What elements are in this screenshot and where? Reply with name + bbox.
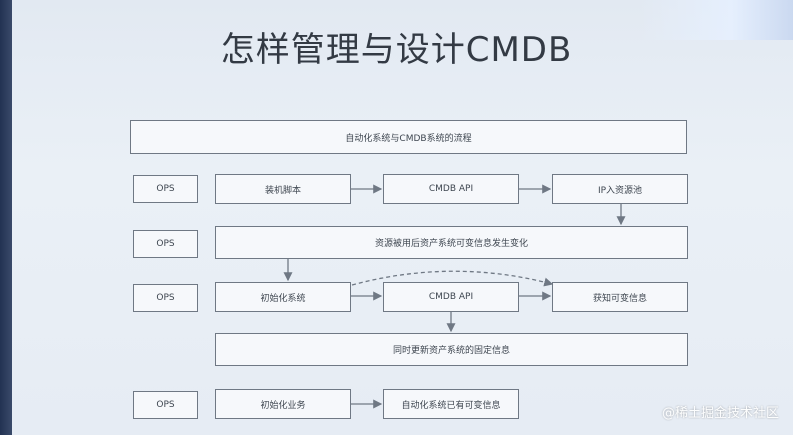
dashed-arc-arrow [351,270,554,287]
step-init-system: 初始化系统 [215,282,351,312]
ops-box-2: OPS [133,230,198,258]
flow-header-box: 自动化系统与CMDB系统的流程 [130,120,687,154]
step-cmdb-api-1: CMDB API [383,174,519,204]
light-glare [640,0,793,40]
step-ip-into-pool: IP入资源池 [552,174,688,204]
step-get-variable-info: 获知可变信息 [552,282,688,312]
step-update-fixed-info: 同时更新资产系统的固定信息 [215,333,688,366]
step-init-business: 初始化业务 [215,389,351,419]
watermark-text: @稀土掘金技术社区 [661,406,779,421]
step-asset-info-changed: 资源被用后资产系统可变信息发生变化 [215,226,688,259]
ops-box-1: OPS [133,175,198,203]
step-install-script: 装机脚本 [215,174,351,204]
slide-title: 怎样管理与设计CMDB [220,30,573,70]
screen-edge [0,0,12,435]
step-cmdb-api-2: CMDB API [383,282,519,312]
ops-box-3: OPS [133,284,198,312]
ops-box-5: OPS [133,391,198,419]
step-automation-has-info: 自动化系统已有可变信息 [383,389,519,419]
